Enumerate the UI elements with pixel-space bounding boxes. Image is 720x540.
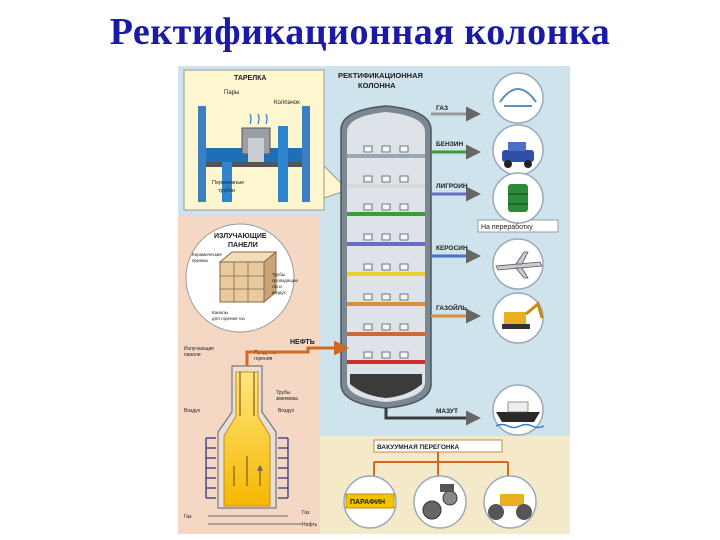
- tray-overflow-label-1: Переливные: [212, 180, 244, 186]
- furnace-flue: [239, 372, 255, 416]
- panels-channels-label-1: Каналы: [212, 310, 228, 315]
- tray-band-4: [347, 272, 425, 276]
- processing-label: На переработку: [481, 223, 533, 231]
- panels-ceramic-label-2: призмы: [192, 258, 208, 263]
- vacuum-distillation: ВАКУУМНАЯ ПЕРЕГОНКА ПАРАФИН: [343, 439, 537, 529]
- car-wheel-icon: [524, 160, 532, 168]
- panels-pipes-label-1: Трубы: [272, 272, 285, 277]
- distillation-poster: ТАРЕЛКА Пары Колпачок Переливные трубки …: [178, 66, 570, 534]
- column-title-2: КОЛОННА: [358, 81, 396, 90]
- tray-band-6: [347, 332, 425, 336]
- vacuum-branch-lines: [373, 452, 509, 476]
- product-outlets: ГАЗ БЕНЗИН ЛИГРОИН На переработку КЕРОСИ…: [384, 105, 559, 426]
- tray-plate: [206, 162, 302, 167]
- vapor-squiggles: [249, 113, 268, 125]
- vacuum-label: ВАКУУМНАЯ ПЕРЕГОНКА: [377, 444, 460, 451]
- overflow-pipe-left: [222, 162, 232, 202]
- furnace-feed-lines: [208, 515, 302, 525]
- road-roller-icon: [500, 494, 524, 506]
- tray-band-1: [347, 184, 425, 188]
- oil-can-icon: [440, 484, 454, 492]
- fuel-oil-outlet-line: [384, 408, 481, 426]
- tray-right-wall: [302, 106, 310, 202]
- bubble-cap-riser: [248, 138, 264, 162]
- tray-inset-frame: [183, 69, 325, 211]
- furnace-coil-label-1: Трубы: [276, 390, 291, 396]
- tray-vapors-label: Пары: [224, 90, 239, 96]
- column-bubble-caps: [363, 145, 409, 359]
- lubricant-circle: [413, 475, 467, 529]
- furnace-air-right-label: Воздух: [278, 408, 295, 414]
- product-gas-label: ГАЗ: [436, 105, 448, 112]
- column-title-1: РЕКТИФИКАЦИОННАЯ: [338, 71, 423, 80]
- ship-icon: [496, 412, 540, 422]
- panels-pipes-label-2: проводящие: [272, 278, 298, 283]
- panels-ceramic-label-1: Керамические: [192, 252, 222, 257]
- product-gasoline-label: БЕНЗИН: [436, 141, 463, 148]
- gas-burner-icon: [499, 88, 537, 107]
- tray-overflow-label-2: трубки: [218, 188, 235, 194]
- furnace-flame-zone: [223, 371, 271, 507]
- product-ligroin-label: ЛИГРОИН: [436, 183, 468, 190]
- car-cabin-icon: [508, 142, 526, 151]
- product-oil-label: НЕФТЬ: [290, 339, 315, 346]
- product-kerosene-label: КЕРОСИН: [436, 245, 468, 252]
- oil-feed-line: [245, 340, 349, 366]
- tube-furnace: Излучающие панели Продукты горения Трубы…: [184, 346, 318, 528]
- radiant-panels-inset: ИЗЛУЧАЮЩИЕ ПАНЕЛИ Керамические призмы Тр…: [185, 223, 298, 333]
- tray-title: ТАРЕЛКА: [234, 75, 266, 82]
- gas-usage-circle: [492, 72, 544, 124]
- furnace-coils: [205, 437, 289, 499]
- furnace-radiant-label-2: панели: [184, 352, 201, 358]
- tray-left-wall: [198, 106, 206, 202]
- panels-channels-label-2: для горения газ: [212, 316, 245, 321]
- panels-pipes-label-3: газ и: [272, 284, 282, 289]
- tray-inset: ТАРЕЛКА Пары Колпачок Переливные трубки: [183, 69, 349, 211]
- tray-band-7: [347, 360, 425, 364]
- tray-band-3: [347, 242, 425, 246]
- furnace-air-left-label: Воздух: [184, 408, 201, 414]
- panels-pipes-label-4: воздух: [272, 290, 287, 295]
- gear-icon: [442, 490, 458, 506]
- product-gasoil-label: ГАЗОЙЛЬ: [436, 303, 467, 312]
- overflow-pipe-right: [278, 126, 288, 202]
- furnace-coil-label-2: змеевика: [276, 396, 298, 402]
- furnace-gas-right-label: Газ: [302, 510, 310, 516]
- furnace-gas-left-label: Газ: [184, 514, 192, 520]
- tray-band-2: [347, 212, 425, 216]
- tray-band-5: [347, 302, 425, 306]
- barrel-icon: [508, 184, 528, 212]
- furnace-oil-in-label: Нефть: [302, 522, 318, 528]
- distillation-column: РЕКТИФИКАЦИОННАЯ КОЛОННА: [338, 71, 432, 409]
- product-fuel-oil-label: МАЗУТ: [436, 408, 458, 415]
- gear-icon: [422, 500, 442, 520]
- panels-title-2: ПАНЕЛИ: [228, 242, 258, 249]
- tray-cap-label: Колпачок: [274, 100, 300, 106]
- ceramic-block: [218, 250, 278, 304]
- flame-arrows: [233, 456, 260, 486]
- panels-title-1: ИЗЛУЧАЮЩИЕ: [214, 233, 267, 240]
- column-bottom-liquid: [350, 374, 422, 398]
- tray-band-top: [347, 154, 425, 158]
- product-icons: [492, 72, 545, 436]
- furnace-radiant-label-1: Излучающие: [184, 346, 214, 352]
- furnace-products-label-2: горения: [254, 356, 273, 362]
- slide-title: Ректификационная колонка: [109, 11, 611, 53]
- paraffin-label: ПАРАФИН: [350, 499, 385, 506]
- paraffin-block: [345, 493, 395, 509]
- car-icon: [502, 150, 534, 162]
- excavator-icon: [504, 312, 526, 324]
- car-wheel-icon: [504, 160, 512, 168]
- airplane-icon: [495, 261, 543, 271]
